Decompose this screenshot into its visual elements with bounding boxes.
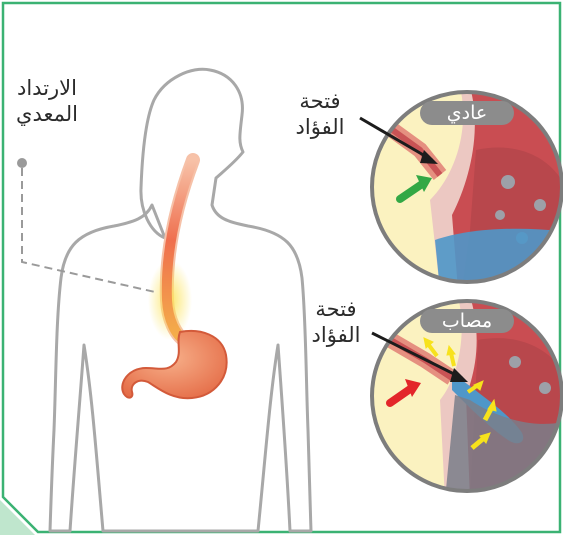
reflux-label-line1: الارتداد: [2, 75, 92, 101]
cardia-label-bottom-line2: الفؤاد: [296, 322, 376, 348]
normal-badge: عادي: [420, 100, 514, 126]
cardia-label-bottom-line1: فتحة: [296, 296, 376, 322]
cardia-label-top-line2: الفؤاد: [280, 114, 360, 140]
reflux-label: الارتداد المعدي: [2, 75, 92, 127]
cardia-label-bottom: فتحة الفؤاد: [296, 296, 376, 348]
cardia-label-top: فتحة الفؤاد: [280, 88, 360, 140]
leader-dot: [17, 158, 27, 168]
reflux-label-line2: المعدي: [2, 101, 92, 127]
cardia-label-top-line1: فتحة: [280, 88, 360, 114]
affected-badge: مصاب: [420, 308, 514, 334]
frame-corner: [0, 500, 35, 535]
